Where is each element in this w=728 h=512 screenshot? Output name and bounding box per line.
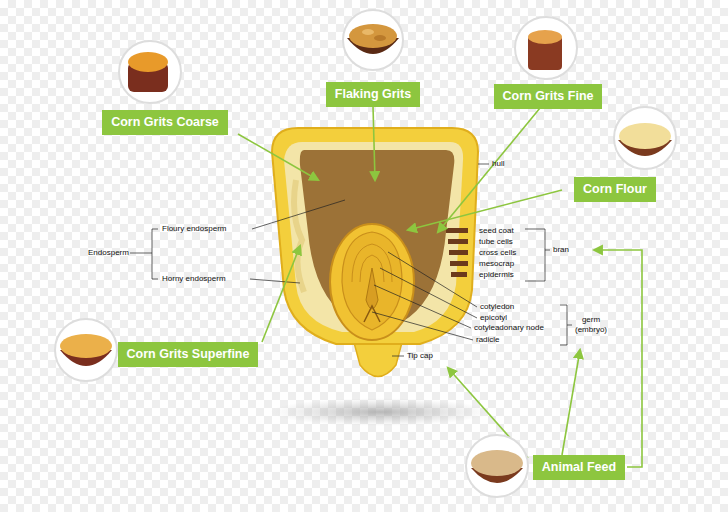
- part-label: Endosperm: [88, 248, 129, 258]
- part-label: Horny endosperm: [162, 274, 226, 284]
- part-label: hull: [492, 159, 504, 169]
- product-name: Corn Grits Fine: [503, 89, 594, 104]
- part-label: cross cells: [479, 248, 516, 258]
- part-label: mesocrap: [479, 259, 514, 269]
- part-label: cotyleadonary node: [474, 323, 544, 333]
- part-label: epicotyl: [480, 313, 507, 323]
- product-box: Corn Flour: [574, 177, 656, 202]
- product-box: Flaking Grits: [326, 82, 420, 107]
- product-box: Animal Feed: [533, 455, 625, 480]
- product-name: Animal Feed: [542, 460, 616, 475]
- product-name: Corn Grits Coarse: [111, 115, 219, 130]
- product-name: Corn Flour: [583, 182, 647, 197]
- product-box: Corn Grits Fine: [494, 84, 603, 109]
- product-box: Corn Grits Coarse: [102, 110, 228, 135]
- part-label: radicle: [476, 335, 500, 345]
- product-name: Corn Grits Superfine: [127, 347, 250, 362]
- part-label: bran: [553, 245, 569, 255]
- product-box: Corn Grits Superfine: [118, 342, 259, 367]
- part-label: tube cells: [479, 237, 513, 247]
- part-label: germ (embryo): [574, 315, 608, 335]
- product-name: Flaking Grits: [335, 87, 411, 102]
- part-label: Tip cap: [407, 351, 433, 361]
- part-label: Floury endosperm: [162, 224, 226, 234]
- part-label: seed coat: [479, 226, 514, 236]
- part-label: cotyledon: [480, 302, 514, 312]
- part-label: epidermis: [479, 270, 514, 280]
